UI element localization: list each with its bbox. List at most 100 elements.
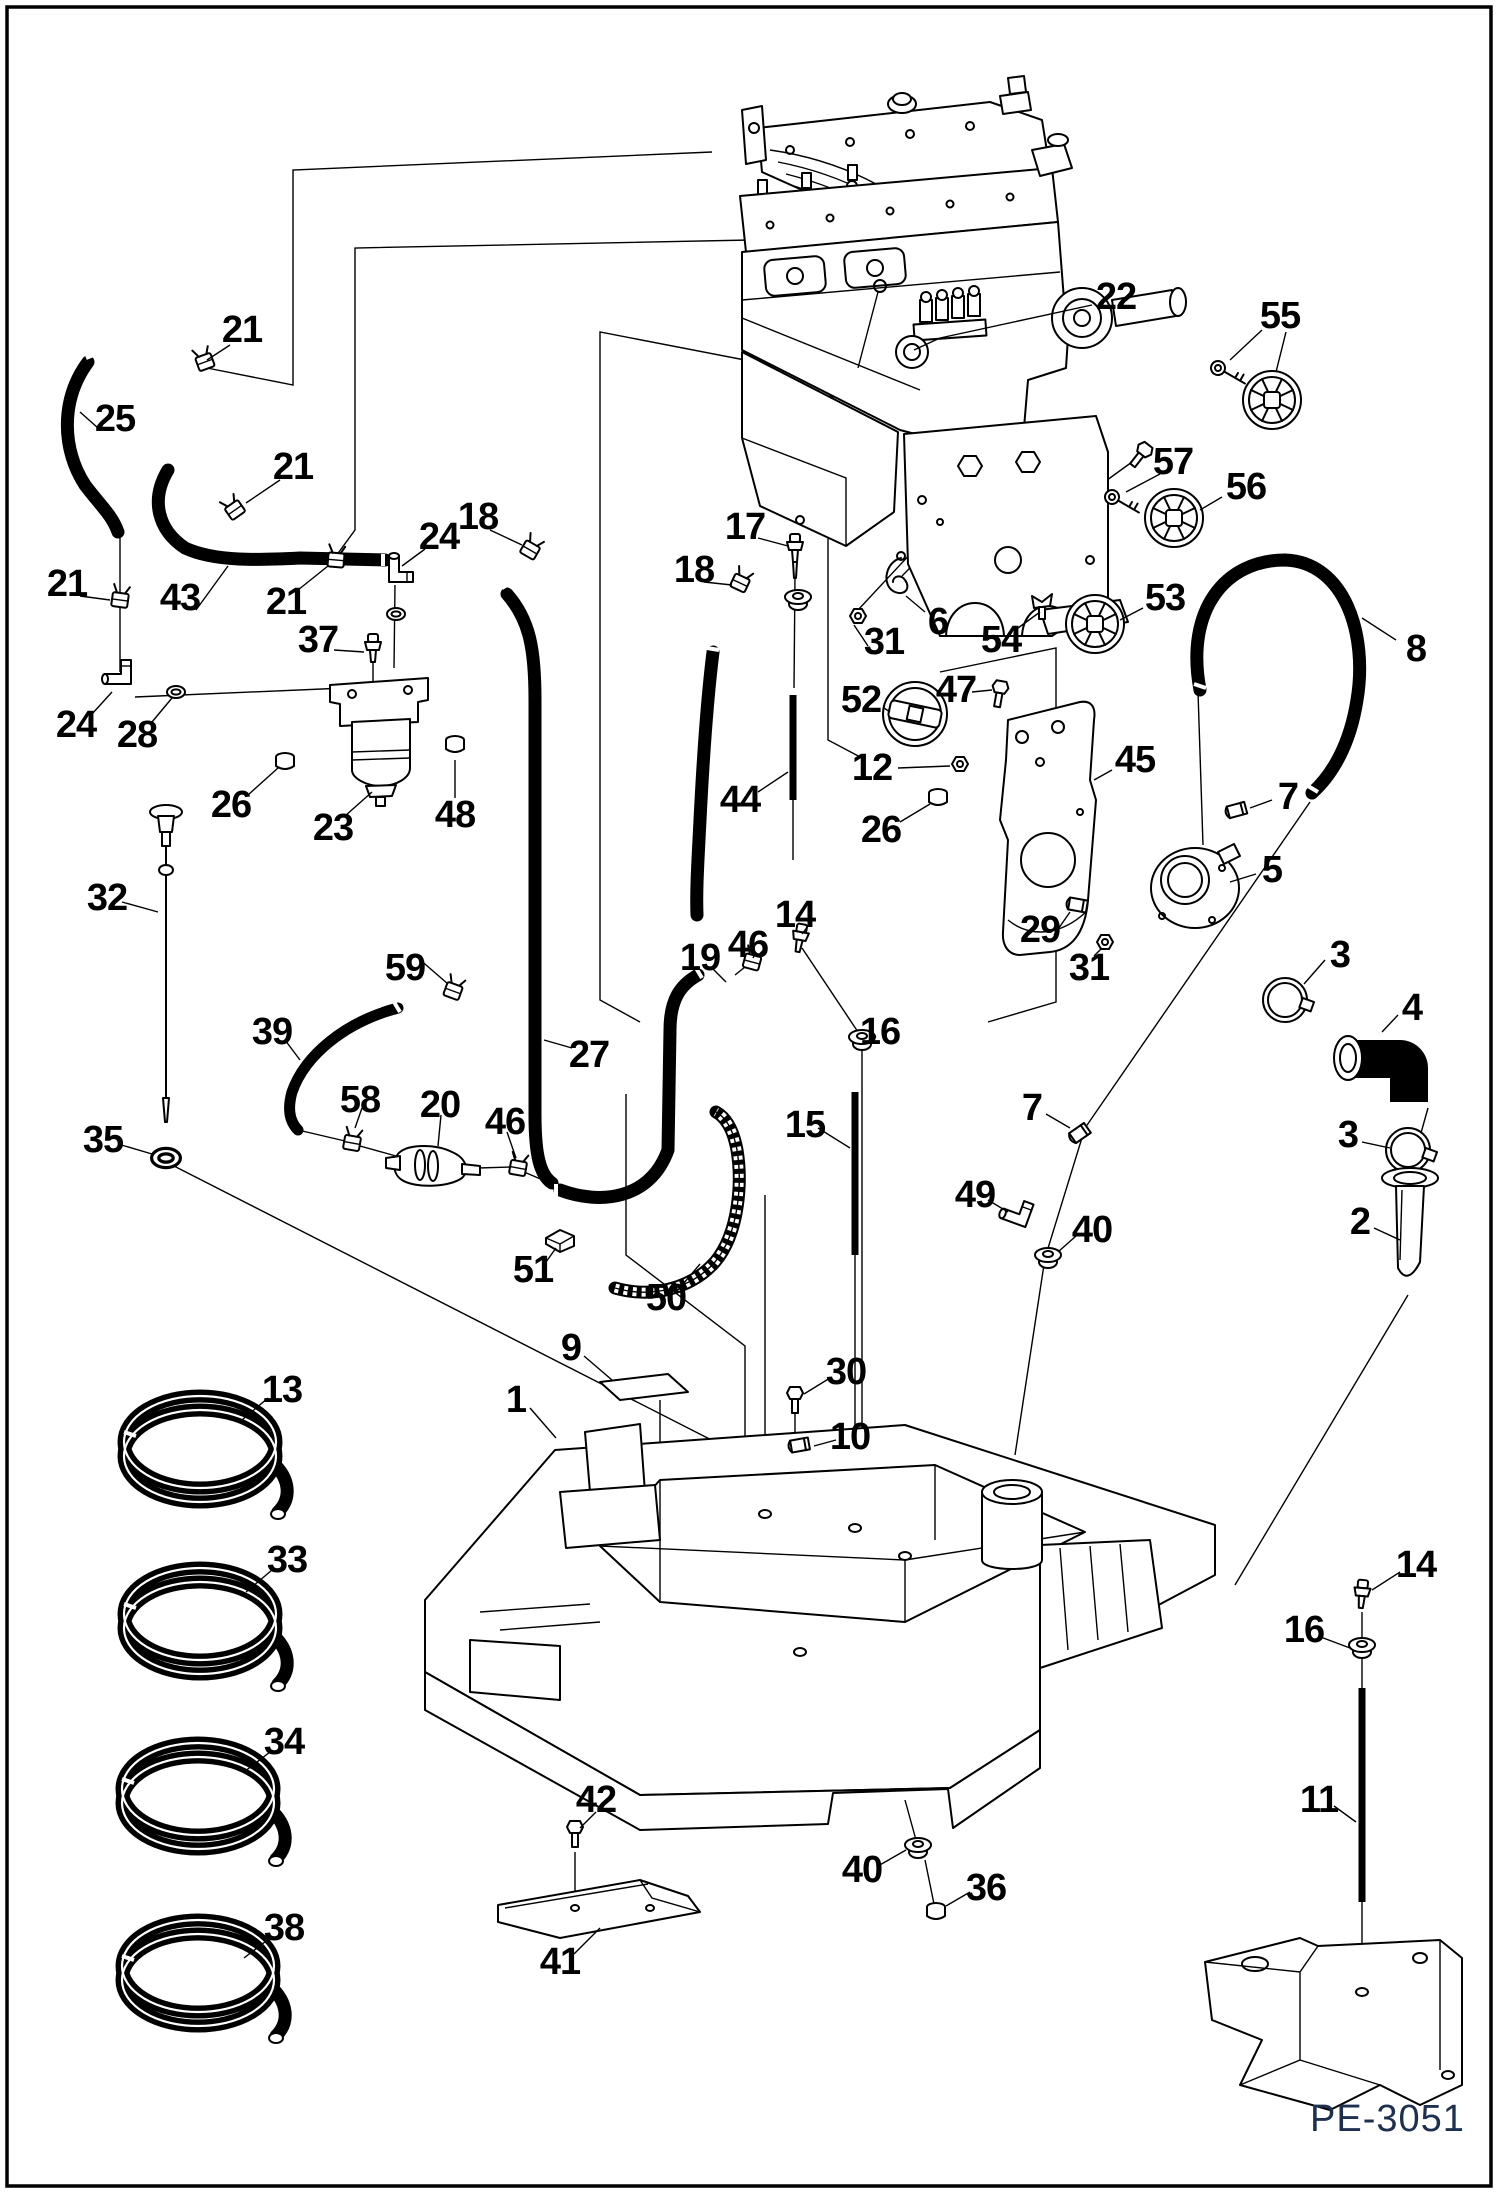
callout-part-46-49: 46 [484, 1101, 526, 1143]
callout-part-50-56: 50 [645, 1277, 687, 1319]
callout-part-49-51: 49 [954, 1174, 996, 1216]
callout-part-9-57: 9 [560, 1327, 582, 1369]
coiled-hoses [115, 1389, 294, 2044]
fuel-hose-27 [500, 587, 559, 1190]
callout-part-54-16: 54 [980, 619, 1022, 661]
tube-2 [1381, 1167, 1439, 1277]
leader-lines [79, 304, 1401, 1959]
mount-bracket-lower [1204, 1937, 1463, 2111]
page-border [5, 5, 1493, 2188]
engine-illustration [739, 75, 1187, 637]
callout-part-31-14: 31 [863, 621, 905, 663]
support-bracket-45 [999, 700, 1097, 956]
callout-part-7-31: 7 [1277, 776, 1299, 818]
callout-part-29-42: 29 [1019, 909, 1061, 951]
callout-part-3-44: 3 [1329, 934, 1351, 976]
callout-part-56-9: 56 [1225, 466, 1267, 508]
callout-part-44-26: 44 [719, 779, 761, 821]
filter-canister [351, 718, 411, 787]
fuel-filter-assembly [329, 677, 429, 807]
tank-filler-neck [981, 1479, 1043, 1570]
pad-9 [599, 1373, 689, 1401]
frame-lines [119, 151, 1429, 1990]
callout-part-43-11: 43 [159, 577, 201, 619]
fuel-hose-43 [151, 463, 392, 567]
callout-part-37-19: 37 [297, 619, 339, 661]
keys-and-caps [882, 354, 1302, 747]
flange-5 [1150, 843, 1241, 929]
tank-front-skirt [424, 1671, 1041, 1831]
callout-part-4-45: 4 [1401, 987, 1423, 1029]
callout-part-28-21: 28 [116, 714, 158, 756]
fill-tube-group [1150, 843, 1439, 1277]
callout-part-19-36: 19 [679, 937, 721, 979]
callout-part-25-1: 25 [94, 398, 136, 440]
callout-part-15-41: 15 [784, 1104, 826, 1146]
callout-part-26-28: 26 [210, 784, 252, 826]
callout-part-36-70: 36 [965, 1867, 1007, 1909]
callout-part-57-8: 57 [1152, 441, 1194, 483]
callout-part-59-34: 59 [384, 947, 426, 989]
skid-plate-41 [497, 1879, 701, 1939]
callout-part-31-43: 31 [1068, 947, 1110, 989]
callout-part-34-65: 34 [263, 1721, 305, 1763]
callout-part-6-15: 6 [927, 601, 949, 643]
fuel-hose-19-lower [553, 968, 705, 1204]
callout-part-32-33: 32 [86, 877, 128, 919]
callout-part-35-46: 35 [82, 1119, 124, 1161]
callout-part-14-63: 14 [1395, 1544, 1437, 1586]
callout-part-40-69: 40 [841, 1849, 883, 1891]
callout-part-11-67: 11 [1299, 1779, 1339, 1821]
callout-part-8-18: 8 [1405, 628, 1427, 670]
callout-part-51-55: 51 [512, 1249, 554, 1291]
elbow-4 [1333, 1035, 1428, 1102]
callout-part-12-25: 12 [851, 747, 893, 789]
dipstick-32 [149, 804, 183, 1123]
callout-part-41-71: 41 [539, 1941, 581, 1983]
fuel-hose-25 [60, 355, 125, 539]
callout-part-48-30: 48 [434, 794, 476, 836]
callout-part-55-7: 55 [1259, 295, 1301, 337]
figure-code: PE-3051 [1310, 2098, 1465, 2140]
callout-part-3-52: 3 [1337, 1114, 1359, 1156]
fuel-tank [424, 1423, 1216, 1831]
callout-part-17-5: 17 [724, 506, 766, 548]
fuel-hose-39 [284, 1002, 404, 1136]
primer-pump-20 [385, 1145, 481, 1187]
bolt-42 [566, 1820, 584, 1848]
callout-part-10-61: 10 [829, 1416, 871, 1458]
coiled-hose-34 [115, 1736, 292, 1867]
callout-part-52-22: 52 [840, 679, 882, 721]
callout-part-26-27: 26 [860, 809, 902, 851]
callout-part-13-58: 13 [261, 1369, 303, 1411]
callout-part-21-2: 21 [272, 446, 314, 488]
callout-part-5-32: 5 [1261, 849, 1283, 891]
callout-part-38-68: 38 [263, 1907, 305, 1949]
callout-part-42-66: 42 [575, 1779, 617, 1821]
coolant-hose-8 [1190, 553, 1367, 800]
callout-part-46-37: 46 [727, 924, 769, 966]
callout-part-7-50: 7 [1021, 1087, 1043, 1129]
callout-part-18-3: 18 [457, 496, 499, 538]
callout-part-39-38: 39 [251, 1011, 293, 1053]
callout-part-21-10: 21 [46, 563, 88, 605]
callout-part-23-29: 23 [312, 807, 354, 849]
fuel-cap-52 [882, 681, 948, 747]
coiled-hose-33 [117, 1561, 294, 1692]
callout-part-21-12: 21 [265, 581, 307, 623]
callout-part-40-53: 40 [1071, 1209, 1113, 1251]
callout-part-16-64: 16 [1283, 1609, 1325, 1651]
callout-part-16-40: 16 [859, 1011, 901, 1053]
callout-part-33-62: 33 [266, 1539, 308, 1581]
callout-part-21-0: 21 [221, 309, 263, 351]
hoses [60, 352, 1367, 1902]
callout-part-45-24: 45 [1114, 739, 1156, 781]
callout-part-58-47: 58 [339, 1079, 381, 1121]
clamp-block-51 [545, 1229, 575, 1253]
callout-part-22-6: 22 [1095, 276, 1137, 318]
injection-pump [895, 285, 988, 369]
callout-part-24-20: 24 [55, 704, 97, 746]
hook-6 [885, 551, 909, 594]
